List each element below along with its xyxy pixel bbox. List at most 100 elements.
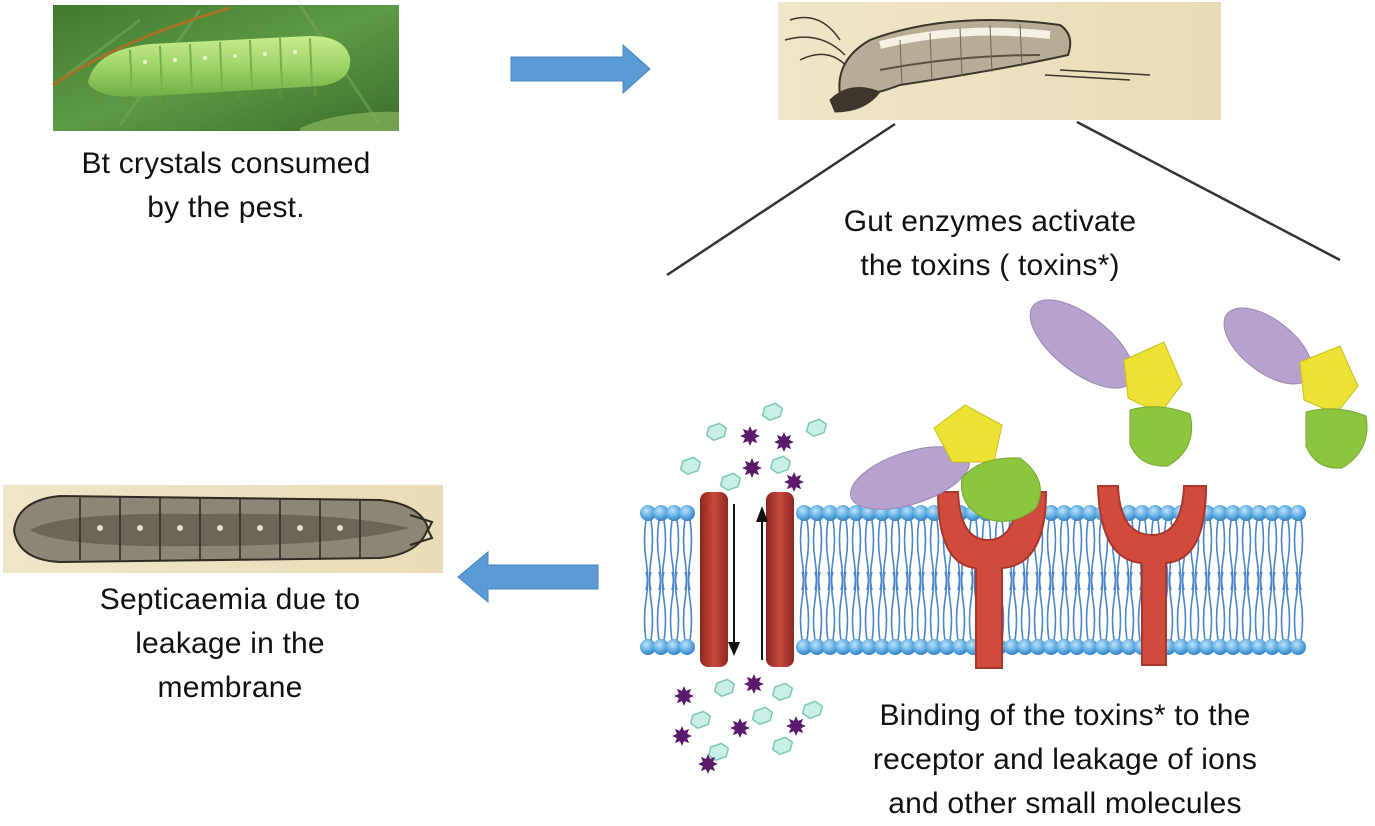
dead-larva-icon bbox=[12, 494, 434, 564]
lipid-tail bbox=[1280, 571, 1291, 641]
larva-sketch-icon bbox=[784, 16, 1151, 113]
lipid-head bbox=[939, 639, 955, 655]
lipid-head bbox=[1251, 505, 1267, 521]
lipid-tail bbox=[825, 571, 836, 641]
lipid-tail bbox=[942, 571, 953, 641]
lipid-tail bbox=[1098, 571, 1109, 641]
lipid-head bbox=[1199, 639, 1215, 655]
lipid-head bbox=[926, 639, 942, 655]
lipid-tail bbox=[1293, 519, 1304, 591]
lipid-tail bbox=[838, 519, 849, 591]
toxin-bound bbox=[849, 404, 1041, 522]
lipid-tail bbox=[682, 519, 693, 591]
lipid-head bbox=[1017, 639, 1033, 655]
lipid-head bbox=[653, 505, 669, 521]
caption-septicaemia: Septicaemia due to leakage in the membra… bbox=[40, 578, 420, 710]
lipid-tail bbox=[1228, 571, 1239, 641]
green-caterpillar-icon bbox=[88, 36, 351, 105]
down-arrow-icon bbox=[728, 504, 740, 656]
lipid-tail bbox=[1202, 571, 1213, 641]
lipid-tail bbox=[1254, 519, 1265, 591]
ion bbox=[674, 686, 694, 706]
ion bbox=[740, 426, 760, 446]
lipid-tail bbox=[916, 571, 927, 641]
lipid-tail bbox=[1176, 571, 1187, 641]
small-molecule bbox=[751, 706, 774, 726]
lipid-tail bbox=[643, 571, 654, 641]
ion bbox=[742, 458, 762, 478]
lipid-head bbox=[1082, 505, 1098, 521]
lipid-head bbox=[1108, 639, 1124, 655]
small-molecule bbox=[771, 682, 794, 702]
lipid-head bbox=[640, 639, 656, 655]
lipid-head bbox=[666, 639, 682, 655]
small-molecule bbox=[713, 678, 736, 698]
caption-line: Binding of the toxins* to the bbox=[879, 699, 1251, 732]
lipid-head bbox=[848, 505, 864, 521]
lipid-tail bbox=[1046, 519, 1057, 591]
lipid-head bbox=[1043, 505, 1059, 521]
ion bbox=[672, 726, 692, 746]
ion bbox=[784, 472, 804, 492]
lipid-tail bbox=[851, 519, 862, 591]
up-arrow-icon bbox=[756, 506, 768, 660]
lipid-tail bbox=[929, 571, 940, 641]
small-molecule bbox=[771, 736, 794, 756]
ion bbox=[698, 754, 718, 774]
small-molecule bbox=[689, 710, 712, 730]
lipid-head bbox=[952, 639, 968, 655]
lipid-tail bbox=[851, 571, 862, 641]
lipid-tail bbox=[1189, 571, 1200, 641]
caption-line: receptor and leakage of ions bbox=[872, 743, 1258, 776]
caption-line: the toxins ( toxins*) bbox=[860, 249, 1120, 282]
lipid-tail bbox=[799, 519, 810, 591]
lipid-head bbox=[1277, 505, 1293, 521]
ion-channel bbox=[700, 492, 794, 667]
lipid-head bbox=[848, 639, 864, 655]
small-molecule bbox=[707, 742, 730, 762]
lipid-tail bbox=[1072, 571, 1083, 641]
lipid-head bbox=[1082, 639, 1098, 655]
dead-larva-sketch bbox=[3, 485, 443, 573]
lipid-tail bbox=[890, 571, 901, 641]
lipid-head bbox=[835, 639, 851, 655]
zoom-lines bbox=[666, 120, 1341, 277]
small-molecule bbox=[805, 418, 828, 438]
caption-line: Gut enzymes activate bbox=[843, 205, 1137, 238]
caption-line: Bt crystals consumed bbox=[81, 147, 371, 180]
lipid-head bbox=[1043, 639, 1059, 655]
lipid-tail bbox=[1254, 571, 1265, 641]
lipid-head bbox=[1004, 639, 1020, 655]
lipid-head bbox=[900, 639, 916, 655]
lipid-head bbox=[1238, 639, 1254, 655]
lipid-tail bbox=[1280, 519, 1291, 591]
lipid-head bbox=[679, 505, 695, 521]
lipid-tail bbox=[1020, 571, 1031, 641]
lipid-tail bbox=[682, 571, 693, 641]
lipid-tail bbox=[1228, 519, 1239, 591]
small-molecule bbox=[761, 402, 784, 422]
lipid-tail bbox=[1007, 571, 1018, 641]
caption-binding: Binding of the toxins* to the receptor a… bbox=[830, 694, 1300, 826]
lipid-tail bbox=[1059, 519, 1070, 591]
lipid-head bbox=[653, 639, 669, 655]
lipid-tail bbox=[812, 519, 823, 591]
lipid-tail bbox=[1202, 519, 1213, 591]
lipid-head bbox=[835, 505, 851, 521]
lipid-head bbox=[809, 505, 825, 521]
toxin-free-1 bbox=[1029, 299, 1193, 467]
lipid-tail bbox=[1046, 571, 1057, 641]
sick-larva-sketch bbox=[778, 2, 1221, 120]
lipid-tail bbox=[955, 571, 966, 641]
small-molecule bbox=[679, 456, 702, 476]
lipid-tail bbox=[929, 519, 940, 591]
lipid-head bbox=[1147, 505, 1163, 521]
lipid-tail bbox=[1267, 519, 1278, 591]
small-molecule bbox=[719, 472, 742, 492]
lipid-tail bbox=[799, 571, 810, 641]
lipid-head bbox=[809, 639, 825, 655]
small-molecule bbox=[769, 455, 792, 475]
lipid-tail bbox=[1085, 571, 1096, 641]
lipid-head bbox=[913, 639, 929, 655]
